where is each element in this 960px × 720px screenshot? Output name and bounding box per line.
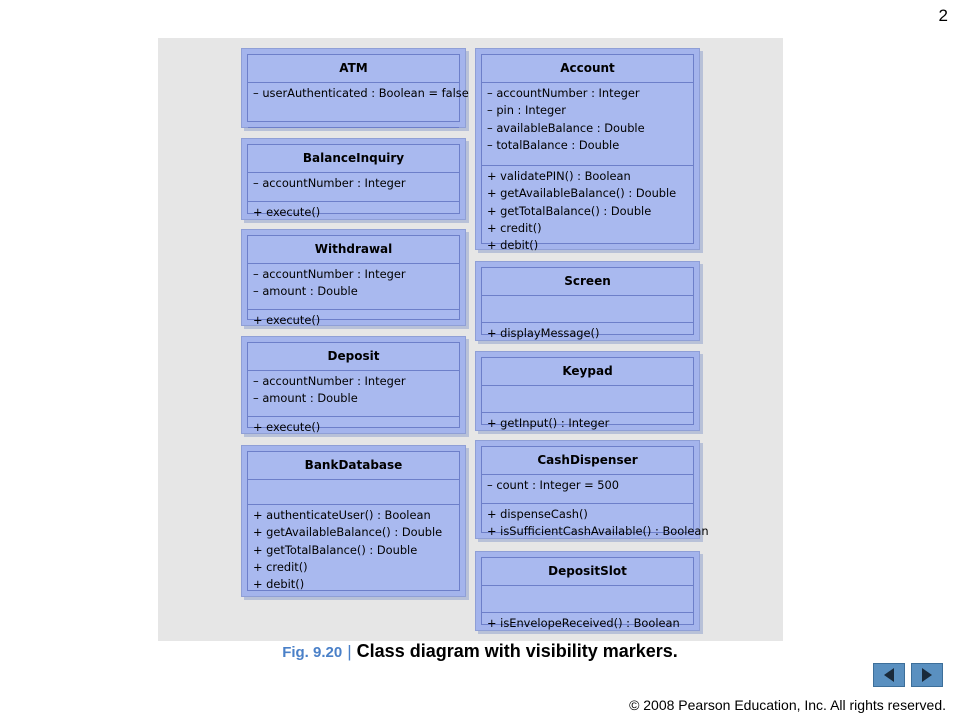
- operations-compartment: + execute(): [248, 417, 459, 438]
- operations-compartment: + getInput() : Integer: [482, 413, 693, 434]
- operations-compartment: + validatePIN() : Boolean + getAvailableB…: [482, 166, 693, 256]
- attributes-compartment: [248, 480, 459, 505]
- class-name: BalanceInquiry: [248, 145, 459, 173]
- class-frame: Deposit – accountNumber : Integer – amount…: [247, 342, 460, 434]
- class-frame: BalanceInquiry – accountNumber : Integer +…: [247, 144, 460, 219]
- class-name: Keypad: [482, 358, 693, 386]
- attribute: – availableBalance : Double: [487, 120, 645, 135]
- operation: + execute(): [253, 205, 321, 219]
- class-frame: Withdrawal – accountNumber : Integer – amo…: [247, 235, 460, 327]
- class-frame: DepositSlot + isEnvelopeReceived() : Bool…: [481, 557, 694, 630]
- attributes-compartment: [482, 586, 693, 613]
- operations-compartment: + dispenseCash() + isSufficientCashAvaila…: [482, 504, 709, 543]
- operation: + isSufficientCashAvailable() : Boolean: [487, 524, 709, 539]
- attributes-compartment: – accountNumber : Integer – amount : Doub…: [248, 371, 459, 417]
- operation: + getTotalBalance() : Double: [253, 542, 418, 557]
- class-name: ATM: [248, 55, 459, 83]
- attributes-compartment: [482, 386, 693, 413]
- figure-label: Fig. 9.20: [282, 644, 343, 661]
- operation: + credit(): [487, 220, 542, 235]
- class-cashdispenser: CashDispenser – count : Integer = 500 + di…: [475, 440, 709, 539]
- class-deposit: Deposit – accountNumber : Integer – amount…: [241, 336, 466, 434]
- page-number: 2: [938, 6, 948, 25]
- caption-text: Class diagram with visibility markers.: [356, 641, 678, 661]
- class-name: CashDispenser: [482, 447, 693, 475]
- attributes-compartment: – accountNumber : Integer – amount : Doub…: [248, 264, 459, 310]
- class-name: BankDatabase: [248, 452, 459, 480]
- operation: + credit(): [253, 559, 308, 574]
- class-frame: Screen + displayMessage(): [481, 267, 694, 340]
- operation: + execute(): [253, 420, 321, 434]
- operations-compartment: + isEnvelopeReceived() : Boolean: [482, 613, 693, 634]
- copyright-notice: © 2008 Pearson Education, Inc. All right…: [629, 697, 946, 713]
- operation: + getInput() : Integer: [487, 416, 610, 430]
- attribute: – accountNumber : Integer: [253, 374, 406, 388]
- attribute: – pin : Integer: [487, 103, 566, 118]
- attributes-compartment: – count : Integer = 500: [482, 475, 693, 504]
- operation: + debit(): [487, 238, 539, 253]
- operation: + dispenseCash(): [487, 507, 588, 521]
- operation: + execute(): [253, 313, 321, 327]
- attribute: – count : Integer = 500: [487, 478, 620, 492]
- operations-compartment: + execute(): [248, 310, 459, 331]
- operation: + validatePIN() : Boolean: [487, 169, 631, 183]
- class-name: Withdrawal: [248, 236, 459, 264]
- attribute: – amount : Double: [253, 391, 358, 406]
- operation: + getTotalBalance() : Double: [487, 203, 652, 218]
- figure-caption: Fig. 9.20 | Class diagram with visibilit…: [0, 641, 960, 662]
- class-atm: ATM – userAuthenticated : Boolean = false: [241, 48, 469, 128]
- class-name: Account: [482, 55, 693, 83]
- attribute: – accountNumber : Integer: [487, 86, 640, 100]
- previous-slide-button[interactable]: [873, 663, 905, 687]
- class-withdrawal: Withdrawal – accountNumber : Integer – amo…: [241, 229, 466, 327]
- attributes-compartment: – accountNumber : Integer: [248, 173, 459, 202]
- attribute: – accountNumber : Integer: [253, 267, 406, 281]
- class-frame: CashDispenser – count : Integer = 500 + di…: [481, 446, 709, 538]
- class-keypad: Keypad + getInput() : Integer: [475, 351, 700, 431]
- class-balanceinquiry: BalanceInquiry – accountNumber : Integer +…: [241, 138, 466, 220]
- class-diagram: ATM – userAuthenticated : Boolean = false…: [158, 38, 783, 641]
- operation: + isEnvelopeReceived() : Boolean: [487, 616, 680, 630]
- attribute: – accountNumber : Integer: [253, 176, 406, 190]
- operation: + authenticateUser() : Boolean: [253, 508, 431, 522]
- attributes-compartment: – userAuthenticated : Boolean = false: [248, 83, 469, 128]
- caption-separator: |: [347, 642, 352, 661]
- attribute: – totalBalance : Double: [487, 137, 620, 152]
- class-name: DepositSlot: [482, 558, 693, 586]
- operations-compartment: + displayMessage(): [482, 323, 693, 344]
- operation: + debit(): [253, 577, 305, 592]
- operation: + getAvailableBalance() : Double: [487, 186, 677, 201]
- class-frame: BankDatabase + authenticateUser() : Boole…: [247, 451, 460, 591]
- class-frame: ATM – userAuthenticated : Boolean = false: [247, 54, 469, 128]
- attributes-compartment: [482, 296, 693, 323]
- triangle-right-icon: [922, 668, 932, 682]
- operations-compartment: + authenticateUser() : Boolean + getAvail…: [248, 505, 459, 595]
- class-name: Deposit: [248, 343, 459, 371]
- class-screen: Screen + displayMessage(): [475, 261, 700, 341]
- class-account: Account – accountNumber : Integer – pin : …: [475, 48, 700, 252]
- attribute: – amount : Double: [253, 284, 358, 299]
- triangle-left-icon: [884, 668, 894, 682]
- next-slide-button[interactable]: [911, 663, 943, 687]
- operation: + displayMessage(): [487, 326, 600, 340]
- class-depositslot: DepositSlot + isEnvelopeReceived() : Bool…: [475, 551, 700, 631]
- class-frame: Account – accountNumber : Integer – pin : …: [481, 54, 694, 252]
- class-name: Screen: [482, 268, 693, 296]
- attributes-compartment: – accountNumber : Integer – pin : Integer…: [482, 83, 693, 166]
- operations-compartment: + execute(): [248, 202, 459, 223]
- attribute: – userAuthenticated : Boolean = false: [253, 86, 469, 100]
- class-bankdatabase: BankDatabase + authenticateUser() : Boole…: [241, 445, 466, 597]
- operation: + getAvailableBalance() : Double: [253, 525, 443, 540]
- class-frame: Keypad + getInput() : Integer: [481, 357, 694, 430]
- operations-compartment: [248, 128, 459, 132]
